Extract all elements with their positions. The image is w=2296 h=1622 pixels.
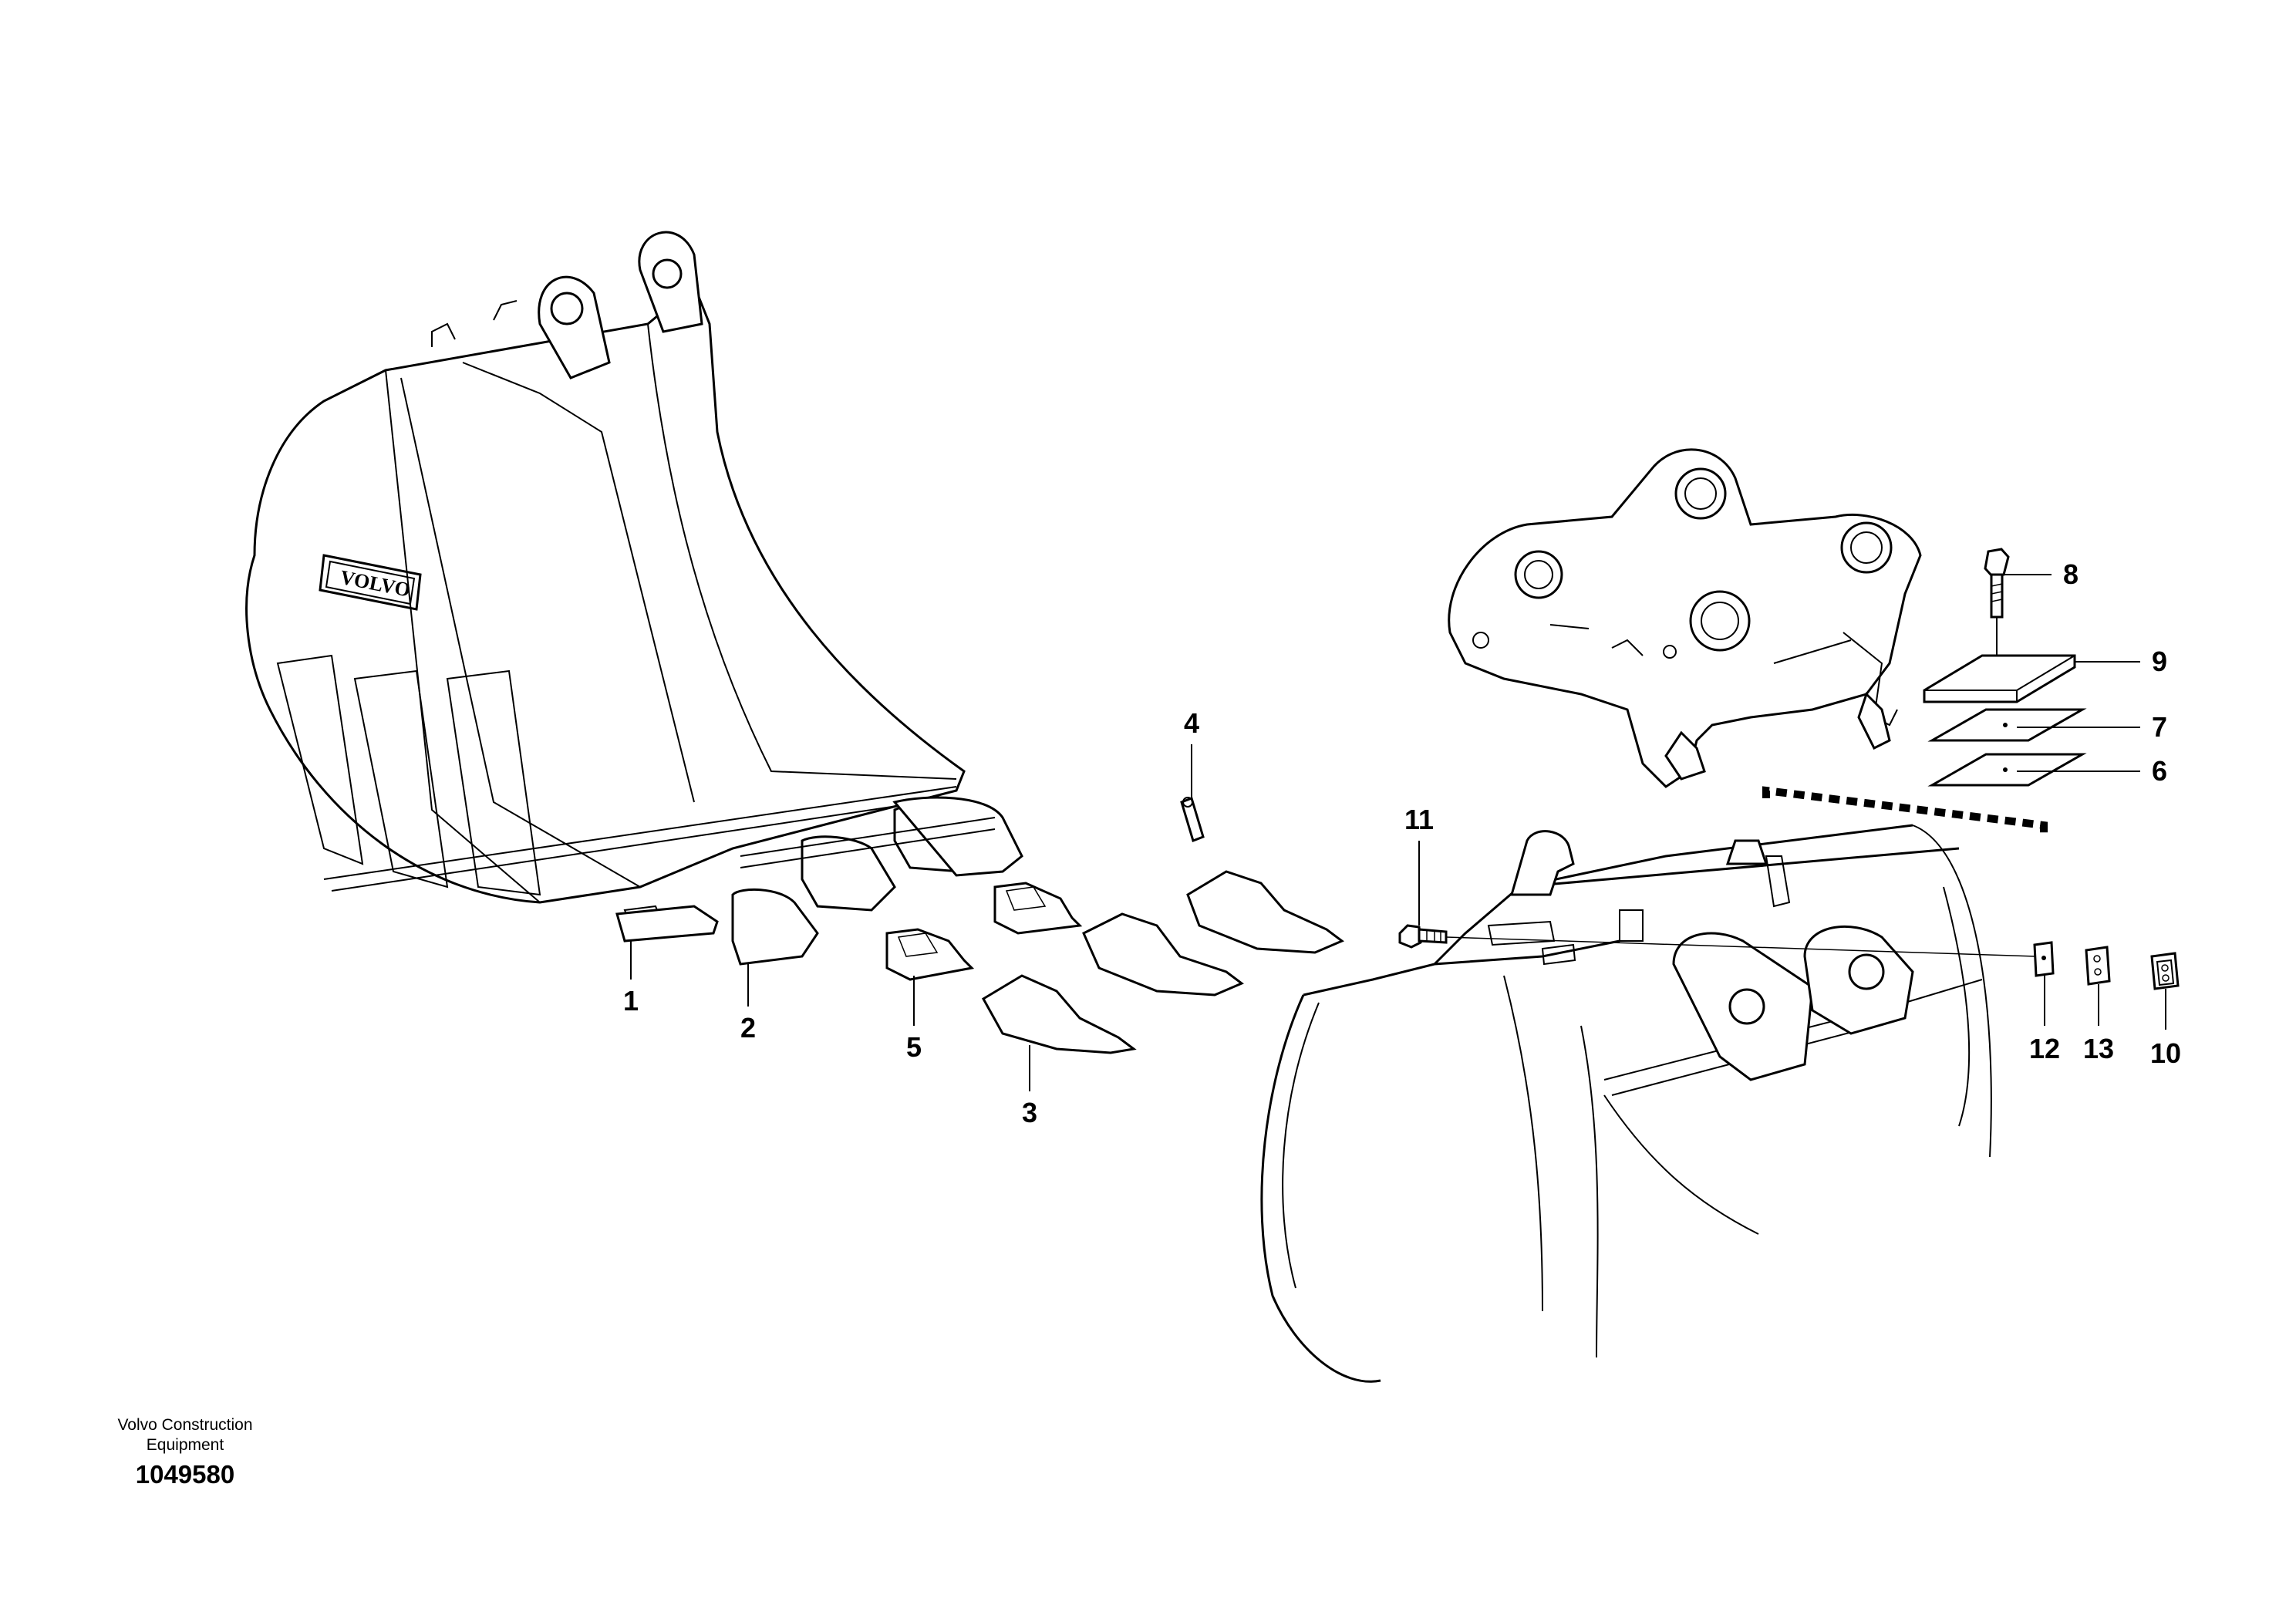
drawing-number: 1049580 bbox=[135, 1460, 235, 1489]
part-label-10: 10 bbox=[2150, 1037, 2181, 1069]
bucket-left: VOLVO bbox=[245, 231, 966, 931]
part-label-4: 4 bbox=[1184, 707, 1199, 739]
leader-lines bbox=[630, 574, 2166, 1091]
part-label-3: 3 bbox=[1022, 1097, 1037, 1128]
part-label-9: 9 bbox=[2152, 646, 2167, 677]
quick-coupler bbox=[1448, 448, 1922, 788]
part-label-13: 13 bbox=[2083, 1033, 2114, 1064]
part-label-5: 5 bbox=[906, 1031, 922, 1063]
part-label-12: 12 bbox=[2029, 1033, 2060, 1064]
part-labels: 1 2 3 4 5 6 7 8 9 10 11 12 13 bbox=[623, 558, 2181, 1128]
bucket-right bbox=[1260, 824, 1992, 1383]
part-label-7: 7 bbox=[2152, 711, 2167, 743]
part-label-2: 2 bbox=[740, 1012, 756, 1044]
bucket-adapters bbox=[615, 796, 1023, 966]
tooth-group bbox=[885, 797, 1344, 1054]
part-label-6: 6 bbox=[2152, 755, 2167, 787]
part-label-1: 1 bbox=[623, 985, 639, 1017]
small-parts bbox=[1398, 548, 2180, 990]
part-label-8: 8 bbox=[2063, 558, 2079, 590]
part-label-11: 11 bbox=[1404, 804, 1434, 835]
footer-company: Volvo Construction Equipment bbox=[117, 1416, 253, 1454]
